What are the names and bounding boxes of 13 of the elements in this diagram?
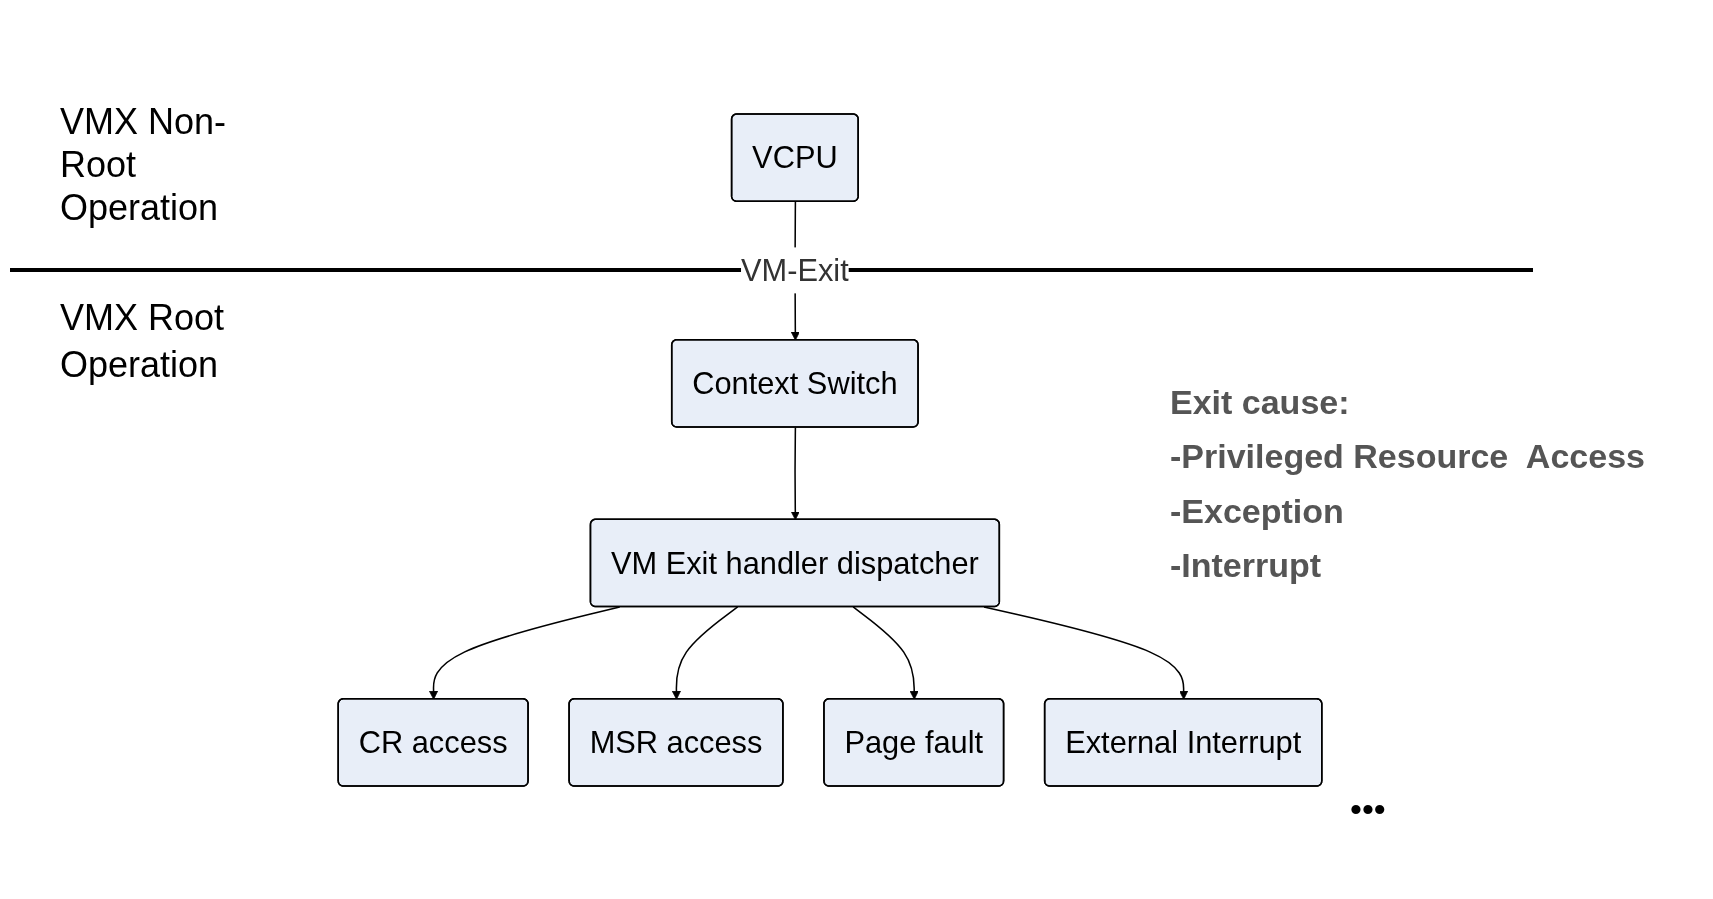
zone-label: VMX Non-Root Operation bbox=[60, 100, 228, 230]
zone-label: VMX Root Operation bbox=[60, 296, 226, 387]
arrow bbox=[671, 606, 739, 700]
list-item: -Privileged Resource Access bbox=[1170, 436, 1645, 478]
list-heading: Exit cause: bbox=[1170, 382, 1351, 423]
arrow bbox=[852, 606, 919, 700]
list-item: -Exception bbox=[1170, 490, 1345, 532]
arrow bbox=[790, 426, 800, 521]
arrow bbox=[983, 606, 1189, 700]
list-item: -Interrupt bbox=[1170, 545, 1323, 587]
edge-label: VM-Exit bbox=[741, 253, 849, 288]
arrow bbox=[429, 606, 621, 700]
ellipsis-mark: ••• bbox=[1350, 790, 1386, 829]
